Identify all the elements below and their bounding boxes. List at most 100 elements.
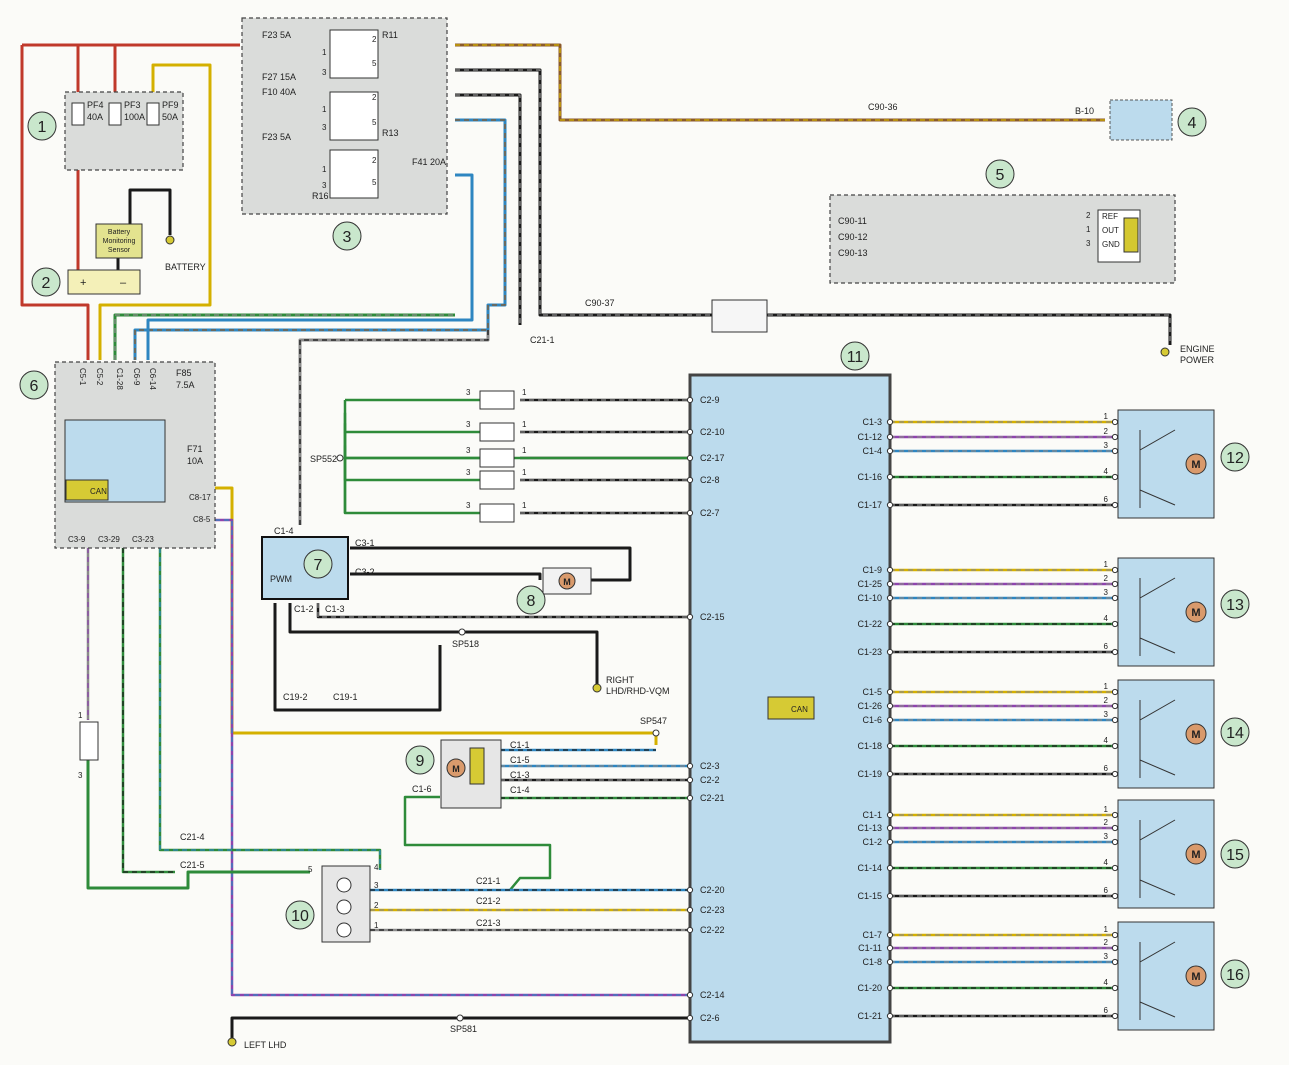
connector-pin (686, 776, 694, 784)
actuator-16-motor (1185, 965, 1207, 987)
connector-label: C90-13 (838, 248, 868, 258)
connector-pin (1111, 688, 1119, 696)
connector-label: C19-1 (333, 692, 358, 702)
fuse-pf9 (146, 102, 160, 126)
fuse-label: PF9 (162, 100, 179, 110)
wire-blue-brown-stripe (134, 119, 506, 360)
module-11-left-pin: C2-15 (700, 612, 725, 622)
connector-pin (886, 864, 894, 872)
actuator-pin: 6 (1104, 764, 1109, 773)
splice-dot (458, 628, 466, 636)
relay-r13 (329, 91, 379, 141)
actuator-pin: 4 (1104, 736, 1109, 745)
component-marker-14 (1220, 717, 1250, 747)
module-11-right-pin: C1-13 (857, 823, 882, 833)
connector-pin (686, 476, 694, 484)
connector-label: C90-37 (585, 298, 615, 308)
actuator-pin: 6 (1104, 495, 1109, 504)
module-6-pin: C5-1 (78, 368, 87, 386)
component-marker-11 (840, 341, 870, 371)
module-6-pin: C6-9 (132, 368, 141, 386)
module-11-left-pin: C2-2 (700, 775, 720, 785)
connector-pin (1111, 770, 1119, 778)
wire-c90-36-stripe (455, 44, 1105, 121)
actuator-pin: 2 (1104, 574, 1109, 583)
module-11-left-pin: C2-9 (700, 395, 720, 405)
solenoid-pin: 1 (522, 501, 527, 510)
component-number-6: 6 (30, 378, 39, 395)
module-11-right-pin: C1-21 (857, 1011, 882, 1021)
fuse-pf3 (108, 102, 122, 126)
module-9-pin: C1-3 (510, 770, 530, 780)
connector-pin (1111, 931, 1119, 939)
sensor-pin-label: REF (1102, 212, 1118, 221)
fuse-label: 40A (87, 112, 103, 122)
connector-pin (1111, 742, 1119, 750)
relay-r11 (329, 29, 379, 79)
resistor-pin: 1 (78, 711, 83, 720)
module-11-right-pin: C1-8 (862, 957, 882, 967)
module-6-pin: C3-29 (98, 535, 120, 544)
relay-pin: 2 (372, 156, 377, 165)
connector-label: C1-6 (412, 784, 432, 794)
can-label: CAN (791, 705, 808, 714)
connector-label: C90-11 (838, 216, 867, 226)
module-10-pin: 1 (374, 921, 379, 930)
wire-c21-1-stripe (455, 94, 521, 325)
fuse-box-1 (64, 91, 184, 171)
fuse-label: 10A (187, 456, 203, 466)
module-11-right-pin: C1-4 (862, 446, 882, 456)
module-11-right-pin: C1-7 (862, 930, 882, 940)
solenoid-1 (479, 422, 515, 442)
solenoid-pin: 3 (466, 501, 471, 510)
fuse-label: F71 (187, 444, 203, 454)
module-11-right-pin: C1-20 (857, 983, 882, 993)
module-6-pin: C3-23 (132, 535, 154, 544)
splice-label: SP552 (310, 454, 337, 464)
component-marker-16 (1220, 959, 1250, 989)
wire-sensor-2 (343, 423, 480, 460)
module-11-right-pin: C1-14 (857, 863, 882, 873)
battery-2 (67, 269, 141, 295)
connector-pin (1111, 447, 1119, 455)
module-6-pin: C8-5 (193, 515, 211, 524)
wire-c19 (273, 603, 442, 712)
actuator-pin: 3 (1104, 832, 1109, 841)
battery-plus: + (80, 277, 86, 289)
actuator-14-motor (1185, 723, 1207, 745)
module-11-left-pin: C2-6 (700, 1013, 720, 1023)
module-7-pin: C3-2 (355, 567, 375, 577)
connector-pin (686, 926, 694, 934)
wire-blue (146, 173, 474, 360)
wire-yellow-pf9 (98, 63, 212, 360)
component-number-4: 4 (1188, 115, 1197, 132)
connector-pin (1111, 824, 1119, 832)
sensor-5-element (1123, 217, 1139, 253)
splice-label: SP581 (450, 1024, 477, 1034)
ground-label: LEFT LHD (244, 1040, 287, 1050)
splice-label: SP547 (640, 716, 667, 726)
module-10-pin: 4 (374, 863, 379, 872)
module-11-left-pin: C2-3 (700, 761, 720, 771)
connector-pin (886, 958, 894, 966)
relay-pin: 2 (372, 93, 377, 102)
connector-pin (686, 613, 694, 621)
module-9-pin: C1-1 (510, 740, 530, 750)
connector-pin (686, 906, 694, 914)
connector-pin (886, 892, 894, 900)
connector-label: C21-2 (476, 896, 501, 906)
module-10-pin: 3 (374, 881, 379, 890)
connector-label: C19-2 (283, 692, 308, 702)
relay-pin: 3 (322, 123, 327, 132)
connector-pin (1111, 944, 1119, 952)
wire-sensor-1 (343, 412, 480, 434)
module-11-right-pin: C1-10 (857, 593, 882, 603)
relay-pin: 5 (372, 118, 377, 127)
can-label: CAN (90, 487, 107, 496)
relay-pin: 3 (322, 68, 327, 77)
splice-dot (652, 729, 660, 737)
actuator-pin: 2 (1104, 696, 1109, 705)
fuse-label: PF4 (87, 100, 104, 110)
connector-label: C21-3 (476, 918, 501, 928)
battery-sensor (95, 223, 143, 259)
